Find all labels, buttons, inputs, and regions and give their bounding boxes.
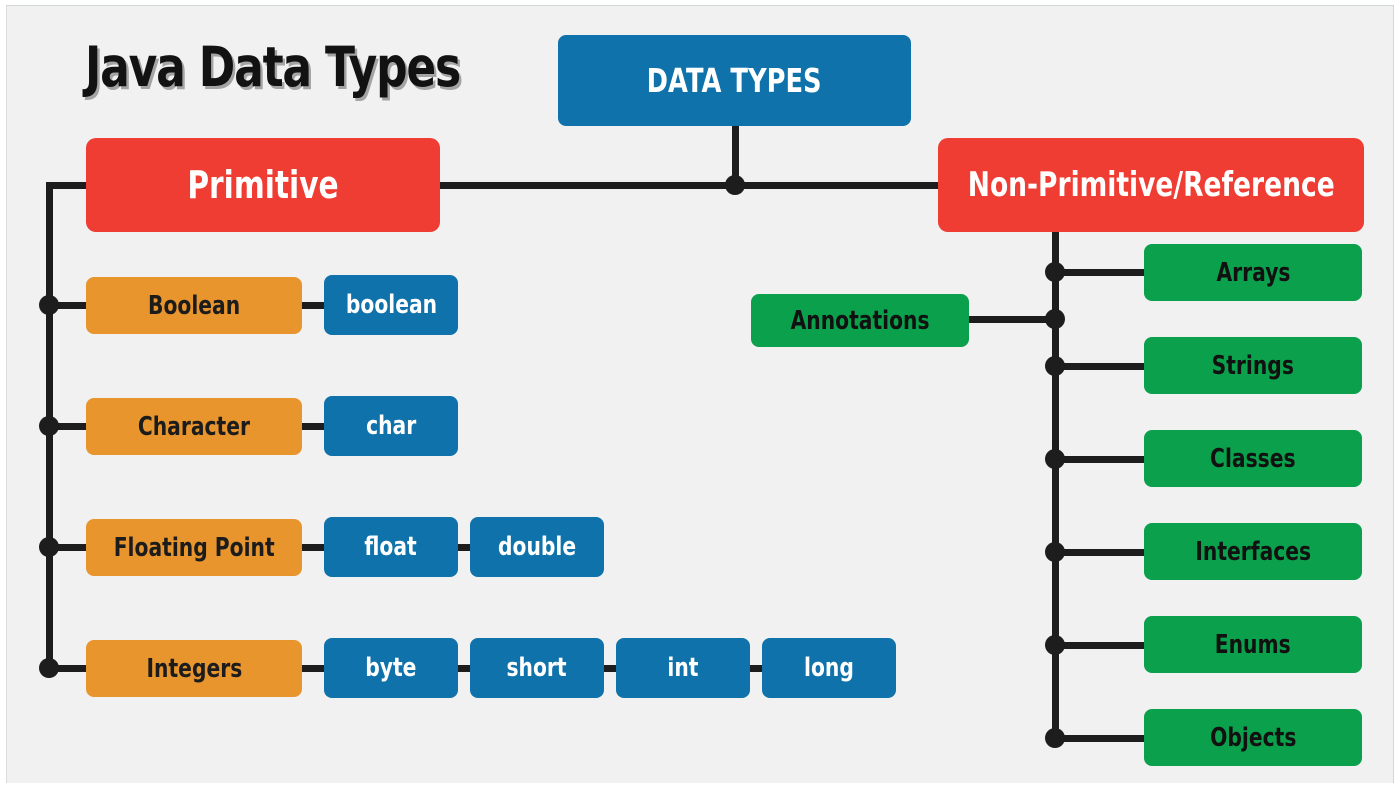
connector-nonprimitive-arrays xyxy=(1052,269,1148,276)
node-type-float-label: float xyxy=(364,532,418,562)
junction-dot-integers xyxy=(39,658,59,678)
node-type-long-label: long xyxy=(804,653,854,683)
node-type-short[interactable]: short xyxy=(470,638,604,698)
connector-boolean-to-booleantype xyxy=(297,302,331,309)
diagram-board: Java Data Types xyxy=(6,5,1394,783)
node-type-int[interactable]: int xyxy=(616,638,750,698)
page-title: Java Data Types xyxy=(85,35,461,99)
junction-dot-character xyxy=(39,416,59,436)
node-non-primitive-label: Non-Primitive/Reference xyxy=(967,165,1335,205)
junction-dot-objects xyxy=(1045,728,1065,748)
node-type-double[interactable]: double xyxy=(470,517,604,577)
node-primitive-label: Primitive xyxy=(187,163,339,207)
connector-annotations-to-spine xyxy=(967,316,1059,323)
junction-dot-classes xyxy=(1045,449,1065,469)
node-annotations[interactable]: Annotations xyxy=(751,294,969,347)
node-arrays[interactable]: Arrays xyxy=(1144,244,1362,301)
connector-short-to-int xyxy=(595,665,625,672)
junction-dot-boolean xyxy=(39,295,59,315)
connector-nonprimitive-stem xyxy=(1052,221,1059,245)
node-classes-label: Classes xyxy=(1210,443,1296,474)
connector-nonprimitive-classes xyxy=(1052,456,1148,463)
node-non-primitive[interactable]: Non-Primitive/Reference xyxy=(938,138,1364,232)
node-data-types-label: DATA TYPES xyxy=(647,61,822,100)
node-group-integers-label: Integers xyxy=(146,653,242,684)
node-group-character[interactable]: Character xyxy=(86,398,302,455)
junction-dot-arrays xyxy=(1045,262,1065,282)
junction-dot-interfaces xyxy=(1045,542,1065,562)
node-type-byte-label: byte xyxy=(365,653,417,683)
connector-root-stem xyxy=(732,124,739,190)
node-objects[interactable]: Objects xyxy=(1144,709,1362,766)
junction-dot-root xyxy=(725,175,745,195)
node-primitive[interactable]: Primitive xyxy=(86,138,440,232)
node-group-floating-point-label: Floating Point xyxy=(113,532,275,563)
connector-primitive-character xyxy=(46,423,91,430)
connector-nonprimitive-strings xyxy=(1052,363,1148,370)
node-enums-label: Enums xyxy=(1215,629,1291,660)
node-group-character-label: Character xyxy=(137,411,251,442)
connector-byte-to-short xyxy=(447,665,477,672)
junction-dot-annotations xyxy=(1045,309,1065,329)
connector-character-to-chartype xyxy=(297,423,331,430)
node-type-boolean[interactable]: boolean xyxy=(324,275,458,335)
connector-nonprimitive-interfaces xyxy=(1052,549,1148,556)
node-interfaces-label: Interfaces xyxy=(1195,536,1311,567)
connector-nonprimitive-enums xyxy=(1052,642,1148,649)
node-type-char[interactable]: char xyxy=(324,396,458,456)
node-type-long[interactable]: long xyxy=(762,638,896,698)
junction-dot-floatingpoint xyxy=(39,537,59,557)
connector-primitive-boolean xyxy=(46,302,91,309)
junction-dot-strings xyxy=(1045,356,1065,376)
node-data-types[interactable]: DATA TYPES xyxy=(558,35,911,126)
connector-primitive-floatingpoint xyxy=(46,544,91,551)
connector-nonprimitive-spine xyxy=(1052,245,1059,742)
connector-integers-to-byte xyxy=(297,665,331,672)
node-type-byte[interactable]: byte xyxy=(324,638,458,698)
connector-primitive-integers xyxy=(46,665,91,672)
node-group-boolean-label: Boolean xyxy=(147,290,241,321)
connector-floatingpoint-to-float xyxy=(297,544,331,551)
node-group-floating-point[interactable]: Floating Point xyxy=(86,519,302,576)
node-arrays-label: Arrays xyxy=(1215,257,1291,288)
node-strings[interactable]: Strings xyxy=(1144,337,1362,394)
connector-float-to-double xyxy=(447,544,477,551)
node-type-double-label: double xyxy=(497,532,577,562)
node-group-boolean[interactable]: Boolean xyxy=(86,277,302,334)
connector-nonprimitive-objects xyxy=(1052,735,1148,742)
connector-int-to-long xyxy=(741,665,771,672)
node-group-integers[interactable]: Integers xyxy=(86,640,302,697)
node-annotations-label: Annotations xyxy=(790,305,930,336)
node-type-float[interactable]: float xyxy=(324,517,458,577)
node-type-char-label: char xyxy=(365,411,417,441)
node-classes[interactable]: Classes xyxy=(1144,430,1362,487)
node-interfaces[interactable]: Interfaces xyxy=(1144,523,1362,580)
connector-main-bar xyxy=(46,182,1059,189)
node-enums[interactable]: Enums xyxy=(1144,616,1362,673)
node-type-int-label: int xyxy=(667,653,699,683)
node-type-boolean-label: boolean xyxy=(345,290,437,320)
junction-dot-enums xyxy=(1045,635,1065,655)
node-type-short-label: short xyxy=(506,653,568,683)
node-objects-label: Objects xyxy=(1209,722,1297,753)
node-strings-label: Strings xyxy=(1211,350,1295,381)
